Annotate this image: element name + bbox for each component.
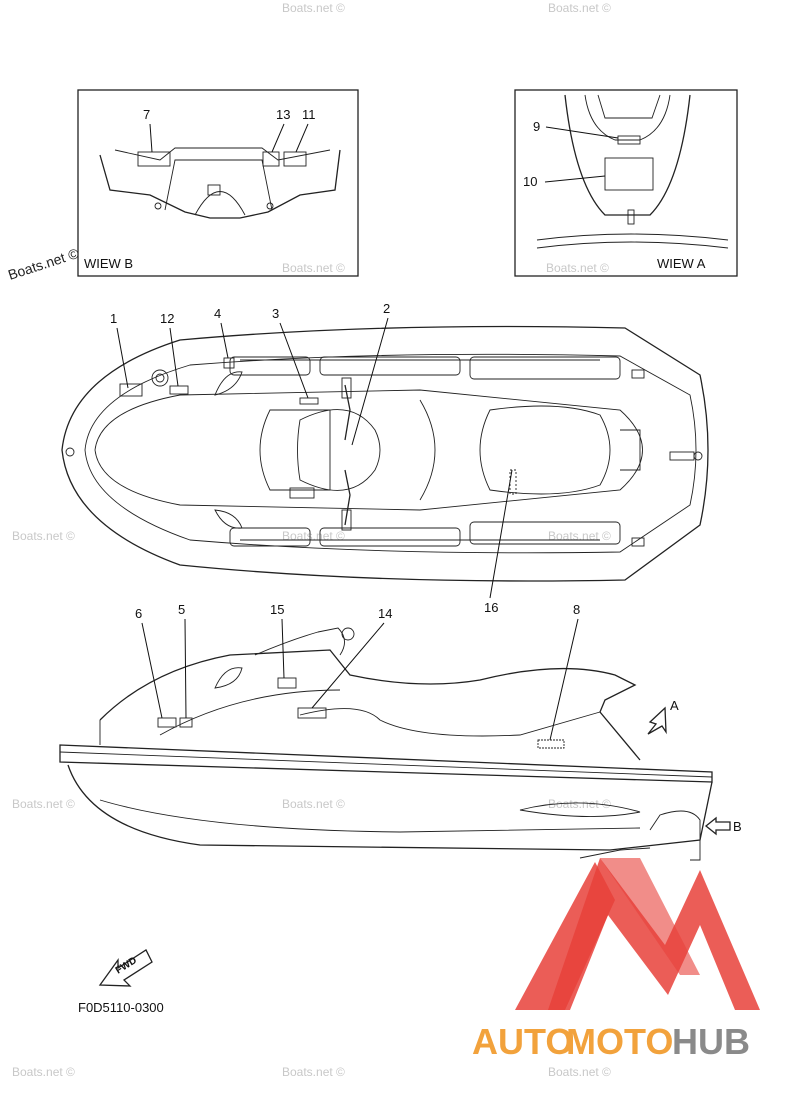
callout-4: 4 [214,306,221,321]
callout-2: 2 [383,301,390,316]
watermark-text: Boats.net © [282,529,345,543]
watermark-text: Boats.net © [548,1,611,15]
view-b-title: WIEW B [84,256,133,271]
callout-3: 3 [272,306,279,321]
watermark-text: Boats.net © [546,261,609,275]
watermark-text: Boats.net © [282,797,345,811]
watermark-text: Boats.net © [282,1,345,15]
watermark-text: Boats.net © [12,797,75,811]
watermark-text: Boats.net © [548,1065,611,1079]
automotohub-logo: AUTO MOTO HUB [472,858,760,1062]
callout-7: 7 [143,107,150,122]
callout-5: 5 [178,602,185,617]
watermark-text: Boats.net © [282,1065,345,1079]
callout-9: 9 [533,119,540,134]
arrow-b-icon [704,816,731,836]
logo-text-moto: MOTO [566,1021,673,1062]
view-b-inset: 7 13 11 WIEW B [77,89,359,277]
view-b-frame [77,89,359,277]
callout-12: 12 [160,311,174,326]
callout-8: 8 [573,602,580,617]
callout-11: 11 [302,107,316,122]
fwd-arrow-icon [98,949,153,987]
callout-14: 14 [378,606,392,621]
watermark-dark: Boats.net © [6,245,81,283]
arrow-b-label: B [733,819,742,834]
arrow-a-icon [647,706,667,735]
part-code: F0D5110-0300 [78,1000,164,1015]
watermark-text: Boats.net © [282,261,345,275]
callout-10: 10 [523,174,537,189]
callout-15: 15 [270,602,284,617]
side-view-jetski: 6 5 15 14 8 A B [59,602,742,861]
view-a-frame [514,89,738,277]
callout-1: 1 [110,311,117,326]
logo-text-auto: AUTO [472,1021,573,1062]
watermark-text: Boats.net © [548,797,611,811]
logo-text-hub: HUB [672,1021,750,1062]
callout-16: 16 [484,600,498,615]
callout-6: 6 [135,606,142,621]
watermark-text: Boats.net © [12,1065,75,1079]
view-a-title: WIEW A [657,256,706,271]
callout-13: 13 [276,107,290,122]
watermark-text: Boats.net © [548,529,611,543]
arrow-a-label: A [670,698,679,713]
watermark-text: Boats.net © [12,529,75,543]
view-a-inset: 9 10 WIEW A [514,89,738,277]
fwd-arrow: FWD [98,949,153,987]
watermarks: Boats.net © Boats.net © Boats.net © Boat… [12,1,611,1079]
top-view-jetski: 1 12 4 3 2 16 [61,301,709,615]
